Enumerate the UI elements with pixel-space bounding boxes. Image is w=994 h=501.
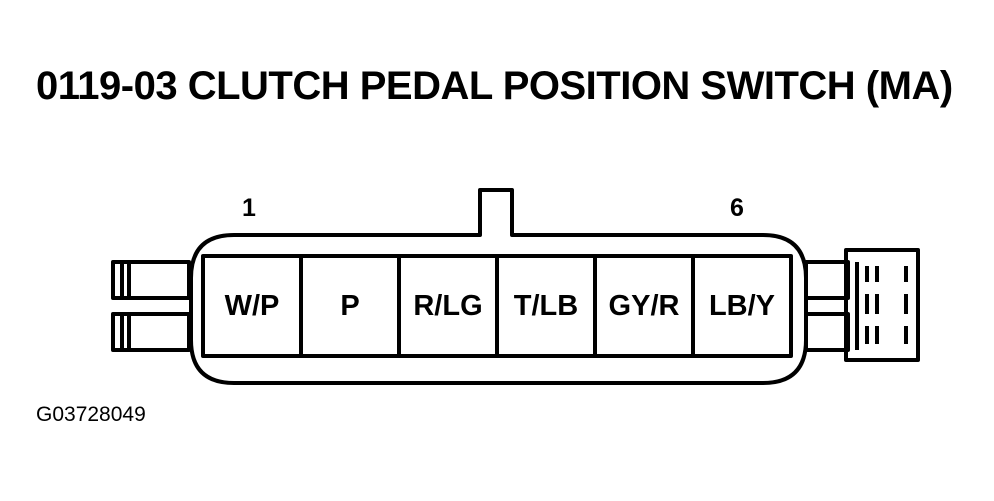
right-wire-exit: [804, 248, 920, 362]
left-latch: [111, 260, 191, 352]
figure-id: G03728049: [36, 403, 146, 426]
cavity-2-label: P: [340, 290, 359, 322]
cavity-5-label: GY/R: [609, 290, 680, 322]
pin-number-first: 1: [242, 194, 256, 222]
diagram-title: 0119-03 CLUTCH PEDAL POSITION SWITCH (MA…: [36, 64, 953, 108]
cavity-1-label: W/P: [225, 290, 280, 322]
cavity-6-label: LB/Y: [709, 290, 775, 322]
cavity-4-label: T/LB: [514, 290, 578, 322]
connector-body: [189, 188, 808, 385]
pin-number-last: 6: [730, 194, 744, 222]
cavity-3-label: R/LG: [413, 290, 482, 322]
